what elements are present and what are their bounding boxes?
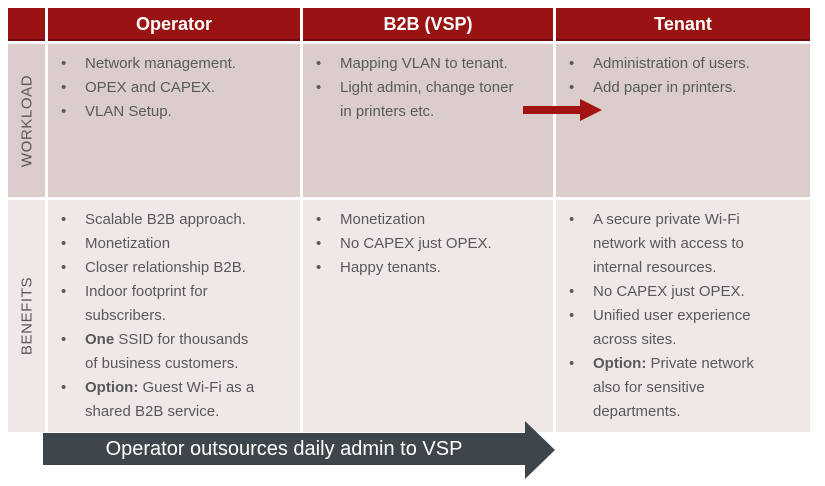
bullet-item: Closer relationship B2B. xyxy=(48,256,258,280)
bullet-item: No CAPEX just OPEX. xyxy=(556,280,784,304)
banner-arrow-body: Operator outsources daily admin to VSP xyxy=(43,433,525,465)
benefits-b2b-list: MonetizationNo CAPEX just OPEX.Happy ten… xyxy=(303,200,553,280)
bullet-item: No CAPEX just OPEX. xyxy=(303,232,515,256)
bullet-item: Scalable B2B approach. xyxy=(48,208,258,232)
banner-text: Operator outsources daily admin to VSP xyxy=(105,437,463,460)
bullet-item: Light admin, change toner in printers et… xyxy=(303,76,515,124)
bullet-item: Network management. xyxy=(48,52,258,76)
b2b-to-tenant-arrow-shaft xyxy=(523,106,580,114)
bullet-item: OPEX and CAPEX. xyxy=(48,76,258,100)
bullet-item: Option: Private network also for sensiti… xyxy=(556,352,784,424)
bullet-item: One SSID for thousands of business custo… xyxy=(48,328,258,376)
bullet-item: Administration of users. xyxy=(556,52,784,76)
column-header-tenant: Tenant xyxy=(556,8,810,41)
bullet-item: Monetization xyxy=(303,208,515,232)
bullet-item: Unified user experience across sites. xyxy=(556,304,784,352)
bullet-item: VLAN Setup. xyxy=(48,100,258,124)
table-corner-cell xyxy=(8,8,45,41)
comparison-table: Operator B2B (VSP) Tenant WORKLOAD Netwo… xyxy=(8,8,810,432)
workload-tenant-list: Administration of users.Add paper in pri… xyxy=(556,44,810,100)
row-label-workload: WORKLOAD xyxy=(8,44,45,197)
benefits-b2b-cell: MonetizationNo CAPEX just OPEX.Happy ten… xyxy=(303,200,553,432)
column-header-b2b: B2B (VSP) xyxy=(303,8,553,41)
workload-b2b-cell: Mapping VLAN to tenant.Light admin, chan… xyxy=(303,44,553,197)
column-header-operator: Operator xyxy=(48,8,300,41)
bullet-item: Indoor footprint for subscribers. xyxy=(48,280,258,328)
benefits-tenant-cell: A secure private Wi-Fi network with acce… xyxy=(556,200,810,432)
bullet-item: A secure private Wi-Fi network with acce… xyxy=(556,208,784,280)
bullet-item: Monetization xyxy=(48,232,258,256)
bullet-item: Option: Guest Wi-Fi as a shared B2B serv… xyxy=(48,376,258,424)
row-label-workload-text: WORKLOAD xyxy=(18,74,35,167)
workload-operator-list: Network management.OPEX and CAPEX.VLAN S… xyxy=(48,44,300,124)
b2b-to-tenant-arrow-icon xyxy=(523,99,603,121)
bullet-item: Happy tenants. xyxy=(303,256,515,280)
row-label-benefits: BENEFITS xyxy=(8,200,45,432)
bullet-item: Mapping VLAN to tenant. xyxy=(303,52,515,76)
workload-operator-cell: Network management.OPEX and CAPEX.VLAN S… xyxy=(48,44,300,197)
b2b-to-tenant-arrow-head xyxy=(580,99,602,121)
benefits-operator-list: Scalable B2B approach.MonetizationCloser… xyxy=(48,200,300,424)
benefits-tenant-list: A secure private Wi-Fi network with acce… xyxy=(556,200,810,424)
bullet-item: Add paper in printers. xyxy=(556,76,784,100)
workload-b2b-list: Mapping VLAN to tenant.Light admin, chan… xyxy=(303,44,553,124)
row-label-benefits-text: BENEFITS xyxy=(18,276,35,356)
banner-arrow-head-icon xyxy=(525,421,555,479)
benefits-operator-cell: Scalable B2B approach.MonetizationCloser… xyxy=(48,200,300,432)
